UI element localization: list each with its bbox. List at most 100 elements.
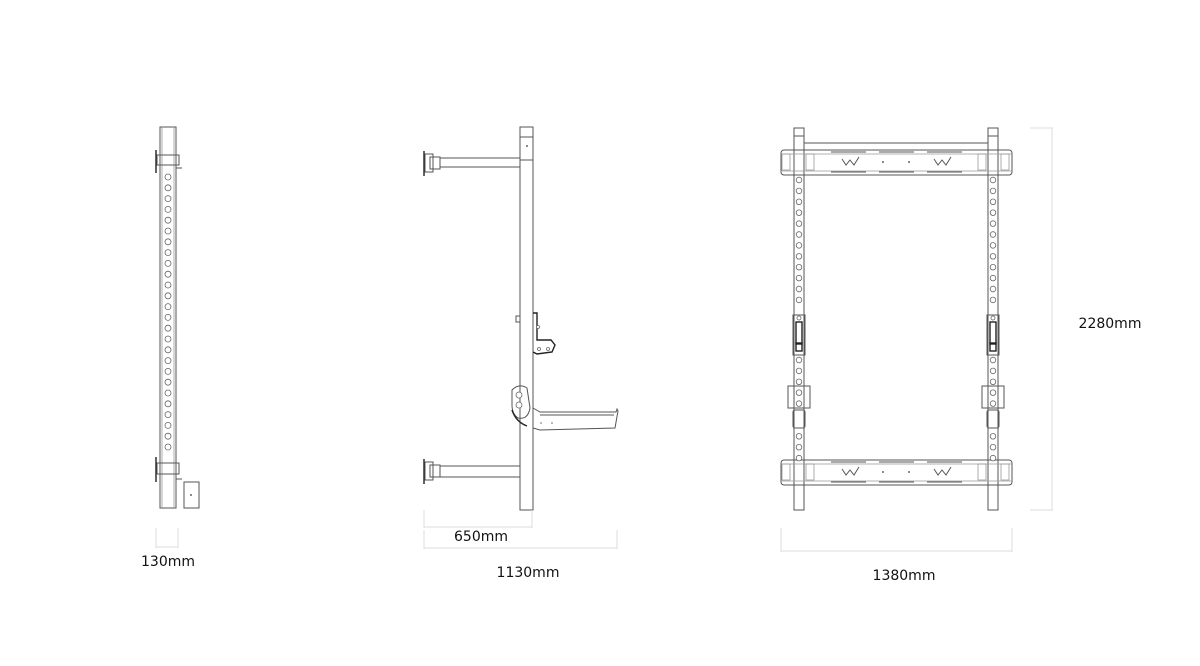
hole <box>989 220 997 227</box>
hole <box>164 411 172 419</box>
mount-plate <box>977 463 987 481</box>
hole <box>164 324 172 332</box>
hole <box>164 432 172 440</box>
hole <box>795 433 803 440</box>
bolt <box>908 161 910 163</box>
hole <box>989 356 997 364</box>
hole <box>164 292 172 300</box>
depth-label: 1130mm <box>496 565 560 581</box>
safety-bracket <box>787 385 811 409</box>
hole <box>795 176 803 184</box>
hole <box>164 195 172 203</box>
hole <box>795 187 803 195</box>
side-view <box>155 126 200 548</box>
mount-plate <box>805 463 815 481</box>
hole <box>164 249 172 257</box>
logo-mark <box>933 466 952 476</box>
hole <box>795 367 803 375</box>
side-width-label: 130mm <box>141 554 195 570</box>
hole <box>795 400 803 407</box>
left-upright <box>793 127 805 511</box>
hole <box>164 227 172 235</box>
hole <box>795 274 803 282</box>
hole <box>989 454 997 462</box>
height-dimension <box>1030 127 1053 511</box>
hole <box>989 389 997 396</box>
hole <box>795 296 803 304</box>
logo-mark <box>841 466 860 476</box>
safety-bracket <box>981 385 1005 409</box>
hole <box>164 205 172 213</box>
width-dimension <box>155 528 179 548</box>
hole <box>989 198 997 205</box>
right-upright <box>987 127 999 511</box>
profile-view <box>423 126 619 549</box>
upright-post <box>519 126 534 511</box>
hole <box>164 216 172 224</box>
hole <box>989 433 997 440</box>
bolt <box>882 161 884 163</box>
wall-arm-bottom <box>423 459 520 484</box>
mount-plate <box>1000 153 1010 171</box>
wall-bracket-top <box>155 150 182 173</box>
hole <box>989 378 997 385</box>
hole <box>164 313 172 321</box>
hole <box>989 400 997 407</box>
safety-pad <box>792 409 806 429</box>
hole <box>989 274 997 282</box>
top-crossbar <box>780 149 1013 176</box>
hole <box>989 296 997 304</box>
hole <box>795 209 803 216</box>
hole <box>989 264 997 271</box>
hole <box>795 444 803 451</box>
safety-pad <box>986 409 1000 429</box>
hole <box>164 303 172 311</box>
hole <box>795 285 803 293</box>
upright-post <box>159 126 177 509</box>
bolt <box>908 471 910 473</box>
band-peg <box>986 314 1000 356</box>
hole <box>989 209 997 216</box>
hole <box>989 231 997 238</box>
depth-dimension <box>423 530 618 549</box>
mount-plate <box>977 153 987 171</box>
hole <box>795 242 803 249</box>
hole <box>989 285 997 293</box>
height-label: 2280mm <box>1078 316 1142 332</box>
hole <box>164 238 172 246</box>
hole <box>164 184 172 192</box>
hole <box>989 253 997 260</box>
hole <box>164 259 172 267</box>
hole <box>795 389 803 396</box>
mount-plate <box>781 463 791 481</box>
spotter-pivot <box>511 385 531 427</box>
j-hook <box>515 312 556 355</box>
hole <box>164 270 172 278</box>
hole <box>164 173 172 181</box>
hole <box>164 389 172 397</box>
hole <box>795 378 803 385</box>
top-tube <box>803 142 989 151</box>
hole <box>795 253 803 260</box>
hole <box>164 357 172 365</box>
hole <box>795 356 803 364</box>
arm-length-label: 650mm <box>454 529 508 545</box>
arm-dimension <box>423 510 533 528</box>
logo-mark <box>841 156 860 166</box>
spare-part <box>183 481 200 509</box>
hole-column <box>164 173 172 451</box>
hole <box>795 220 803 227</box>
hole <box>164 400 172 408</box>
hole <box>989 187 997 195</box>
mount-plate <box>805 153 815 171</box>
band-peg <box>792 314 806 356</box>
hole <box>989 367 997 375</box>
logo-mark <box>933 156 952 166</box>
hole <box>164 367 172 375</box>
hole <box>795 454 803 462</box>
wall-arm-top <box>423 151 520 176</box>
front-width-label: 1380mm <box>872 568 936 584</box>
hole <box>164 281 172 289</box>
mount-plate <box>1000 463 1010 481</box>
